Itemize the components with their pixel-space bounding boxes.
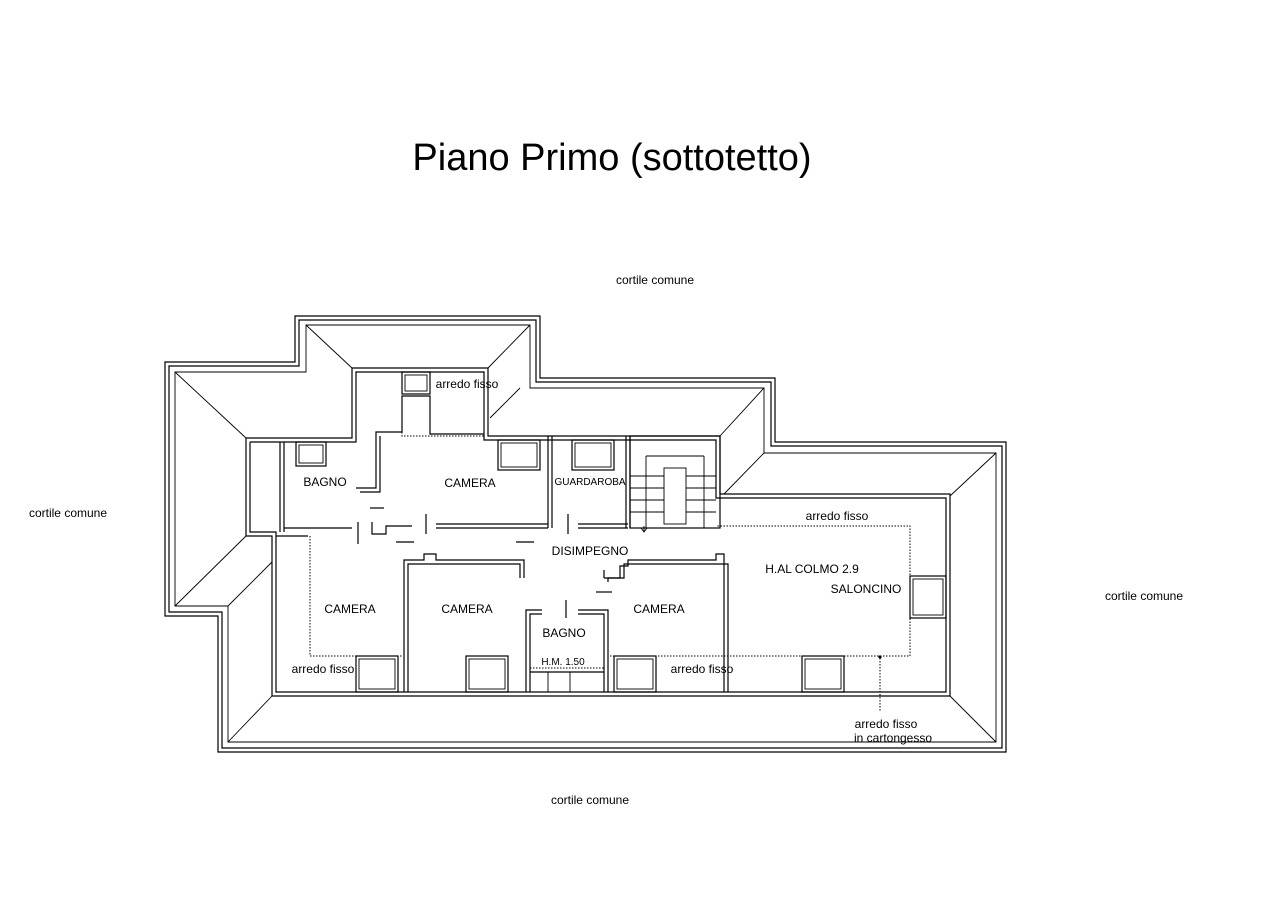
note-arredo-bottom-mid: arredo fisso (671, 662, 734, 676)
room-disimpegno: DISIMPEGNO (552, 544, 629, 558)
label-west: cortile comune (29, 506, 107, 520)
room-bagno-upper: BAGNO (303, 475, 346, 489)
roof-hip-lines (174, 324, 997, 743)
note-arredo-bottom-left: arredo fisso (292, 662, 355, 676)
cartongesso-marker (640, 526, 882, 712)
note-arredo-cartongesso-2: in cartongesso (854, 731, 932, 745)
label-north: cortile comune (616, 273, 694, 287)
room-guardaroba: GUARDAROBA (554, 477, 625, 488)
note-arredo-top: arredo fisso (436, 377, 499, 391)
label-south: cortile comune (551, 793, 629, 807)
plan-title: Piano Primo (sottotetto) (412, 137, 811, 179)
room-camera-mid: CAMERA (441, 602, 492, 616)
room-saloncino: SALONCINO (831, 582, 902, 596)
room-camera-left: CAMERA (324, 602, 375, 616)
note-height-colmo: H.AL COLMO 2.9 (765, 562, 859, 576)
room-bagno-lower: BAGNO (542, 626, 585, 640)
roof-outline (164, 315, 1007, 753)
label-east: cortile comune (1105, 589, 1183, 603)
fixed-furniture-outlines (309, 396, 911, 669)
interior-walls (245, 367, 951, 697)
skylights (295, 371, 947, 693)
note-height-bagno: H.M. 1.50 (541, 657, 585, 668)
note-arredo-right: arredo fisso (806, 509, 869, 523)
room-camera-right: CAMERA (633, 602, 684, 616)
room-camera-upper: CAMERA (444, 476, 495, 490)
note-arredo-cartongesso-1: arredo fisso (855, 717, 918, 731)
